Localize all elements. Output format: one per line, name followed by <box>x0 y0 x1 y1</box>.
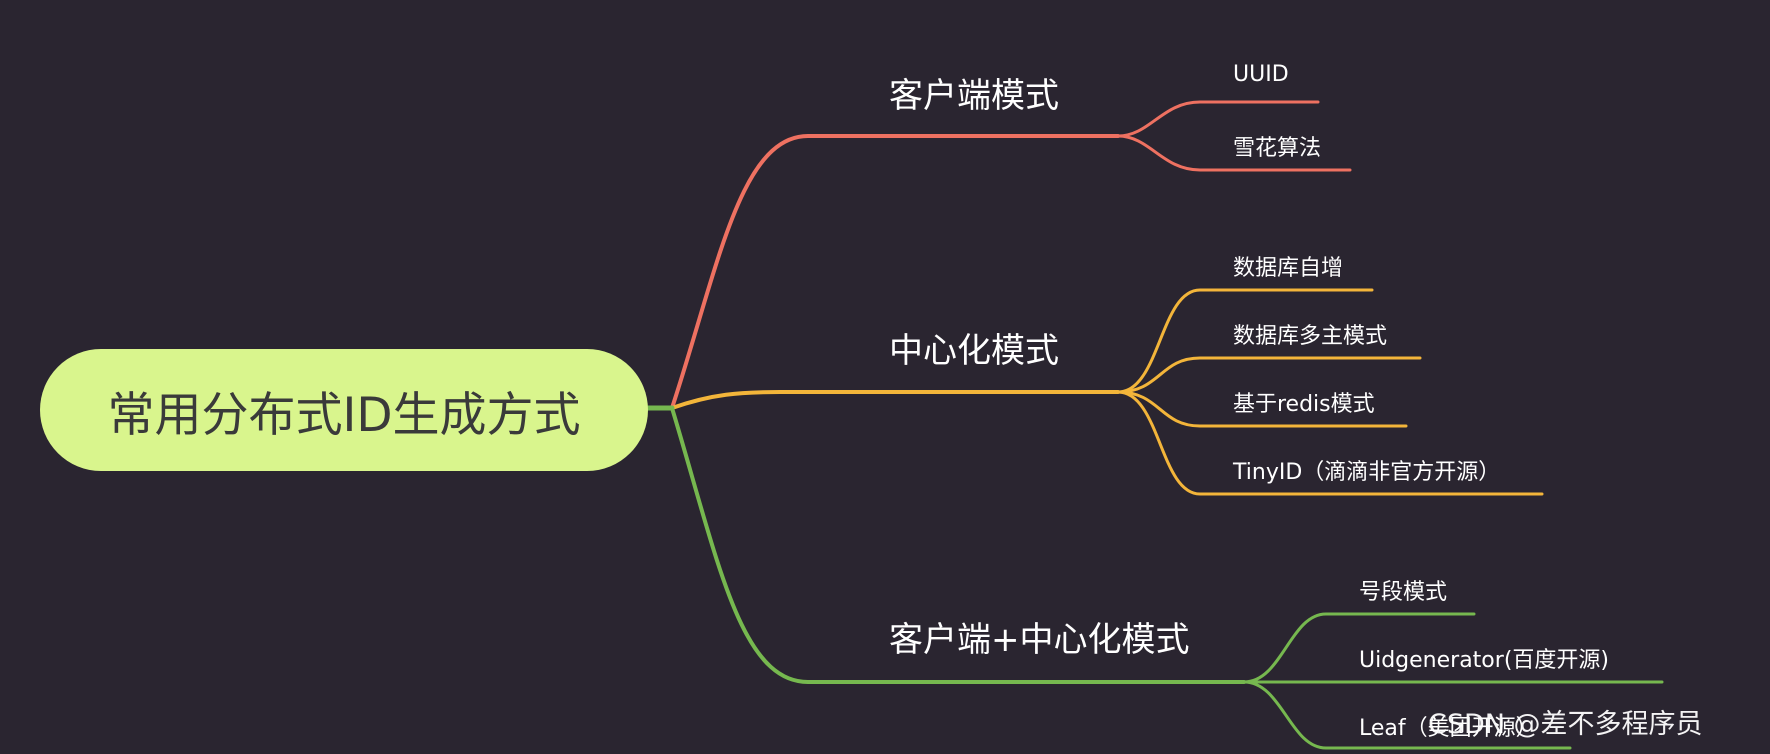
leaf-connector-db-multimaster <box>1116 356 1422 394</box>
leaf-label-uidgenerator[interactable]: Uidgenerator(百度开源) <box>1359 648 1609 673</box>
leaf-connector-uuid <box>1116 100 1320 138</box>
leaf-connector-db-autoincrement <box>1116 288 1374 394</box>
leaf-connector-leaf <box>1242 680 1572 750</box>
leaf-connector-tinyid <box>1116 390 1544 496</box>
branch-connector-central <box>670 390 1120 410</box>
root-node[interactable]: 常用分布式ID生成方式 <box>40 349 648 471</box>
branch-connector-hybrid <box>670 406 1246 684</box>
leaf-label-uuid[interactable]: UUID <box>1233 62 1289 87</box>
branch-label-client[interactable]: 客户端模式 <box>889 76 1059 116</box>
watermark: CSDN @差不多程序员 <box>1428 709 1703 740</box>
leaf-label-segment[interactable]: 号段模式 <box>1359 580 1448 605</box>
leaf-label-redis[interactable]: 基于redis模式 <box>1233 392 1375 417</box>
leaf-label-tinyid[interactable]: TinyID（滴滴非官方开源） <box>1233 460 1501 485</box>
leaf-connector-segment <box>1242 612 1476 684</box>
branch-label-hybrid[interactable]: 客户端+中心化模式 <box>889 620 1190 660</box>
leaf-connector-snowflake <box>1116 134 1352 172</box>
root-label: 常用分布式ID生成方式 <box>107 387 581 443</box>
branch-label-central[interactable]: 中心化模式 <box>889 331 1059 371</box>
leaf-label-db-autoincrement[interactable]: 数据库自增 <box>1233 256 1344 281</box>
leaf-label-snowflake[interactable]: 雪花算法 <box>1233 136 1322 161</box>
leaf-label-db-multimaster[interactable]: 数据库多主模式 <box>1233 324 1388 349</box>
branch-connector-client <box>670 134 1120 410</box>
leaf-connector-redis <box>1116 390 1408 428</box>
leaf-label-leaf[interactable]: Leaf（美团开源） <box>1359 716 1538 741</box>
